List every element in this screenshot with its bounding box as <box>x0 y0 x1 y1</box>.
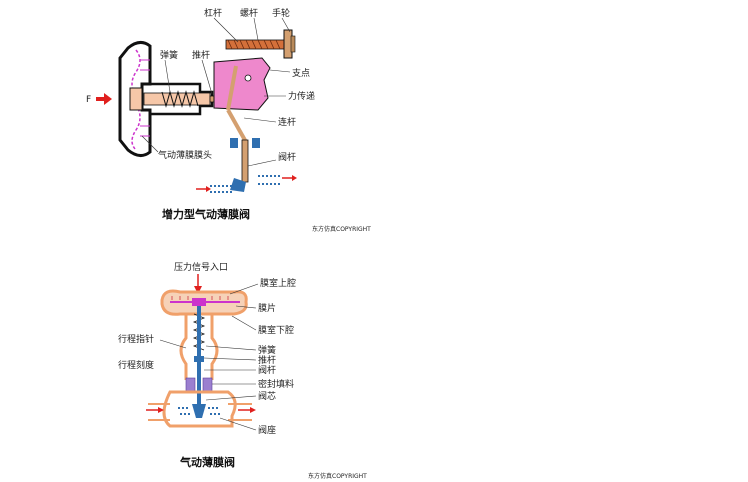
label-signal-inlet: 压力信号入口 <box>174 261 228 273</box>
label-seal-packing: 密封填料 <box>258 378 294 390</box>
label-valve-stem: 阀杆 <box>278 151 296 163</box>
bottom-caption: 气动薄膜阀 <box>179 455 235 469</box>
flow-path <box>196 175 297 193</box>
label-membrane-head: 气动薄膜膜头 <box>158 149 212 161</box>
label-handwheel: 手轮 <box>272 7 290 19</box>
spring-housing <box>143 82 214 116</box>
yoke <box>179 314 219 380</box>
top-copyright: 东方仿真COPYRIGHT <box>312 225 371 233</box>
stroke-pointer-mark <box>194 356 204 362</box>
diagram-top-amplified-valve: F 杠 <box>0 0 748 240</box>
lever-bracket <box>213 57 271 111</box>
force-label: F <box>86 95 91 105</box>
signal-inlet-arrow <box>194 274 202 294</box>
packing-left <box>230 138 238 148</box>
label-diaphragm: 膜片 <box>258 302 276 314</box>
diagram-bottom-pneumatic-valve: 压力信号入口 <box>0 240 748 482</box>
label-pusher: 推杆 <box>192 49 210 61</box>
label-force-plate: 力传递 <box>288 90 315 102</box>
flow-arrows <box>146 407 256 413</box>
connecting-rod <box>226 65 238 111</box>
top-caption: 增力型气动薄膜阀 <box>162 207 250 221</box>
label-upper-chamber: 膜室上腔 <box>260 277 296 289</box>
packing-right <box>252 138 260 148</box>
label-pusher-bottom: 推杆 <box>258 354 276 366</box>
membrane-housing <box>118 41 152 157</box>
bottom-diagram-svg: 压力信号入口 <box>118 261 367 480</box>
label-fulcrum: 支点 <box>292 67 310 79</box>
label-lower-chamber: 膜室下腔 <box>258 324 294 336</box>
force-input-arrow <box>96 93 112 105</box>
link-rod <box>226 109 248 143</box>
screw-assembly <box>225 29 296 59</box>
label-spring-bottom: 弹簧 <box>258 344 276 356</box>
label-spring: 弹簧 <box>160 49 178 61</box>
label-valve-seat: 阀座 <box>258 424 276 436</box>
label-stroke-pointer: 行程指针 <box>118 333 154 345</box>
top-diagram-svg: F 杠 <box>86 7 371 233</box>
label-lever: 杠杆 <box>204 7 222 19</box>
label-connecting-rod: 连杆 <box>278 116 296 128</box>
bottom-copyright: 东方仿真COPYRIGHT <box>308 472 367 480</box>
label-stem: 阀杆 <box>258 364 276 376</box>
bottom-leader-lines <box>159 283 259 431</box>
label-valve-core: 阀芯 <box>258 390 276 402</box>
valve-stem <box>241 139 249 183</box>
valve-body <box>148 390 252 428</box>
label-stroke-scale: 行程刻度 <box>118 359 154 371</box>
label-screw: 螺杆 <box>240 7 258 19</box>
fulcrum-pin <box>244 74 252 82</box>
diaphragm-chamber <box>160 289 248 316</box>
leader-lines <box>141 17 291 167</box>
